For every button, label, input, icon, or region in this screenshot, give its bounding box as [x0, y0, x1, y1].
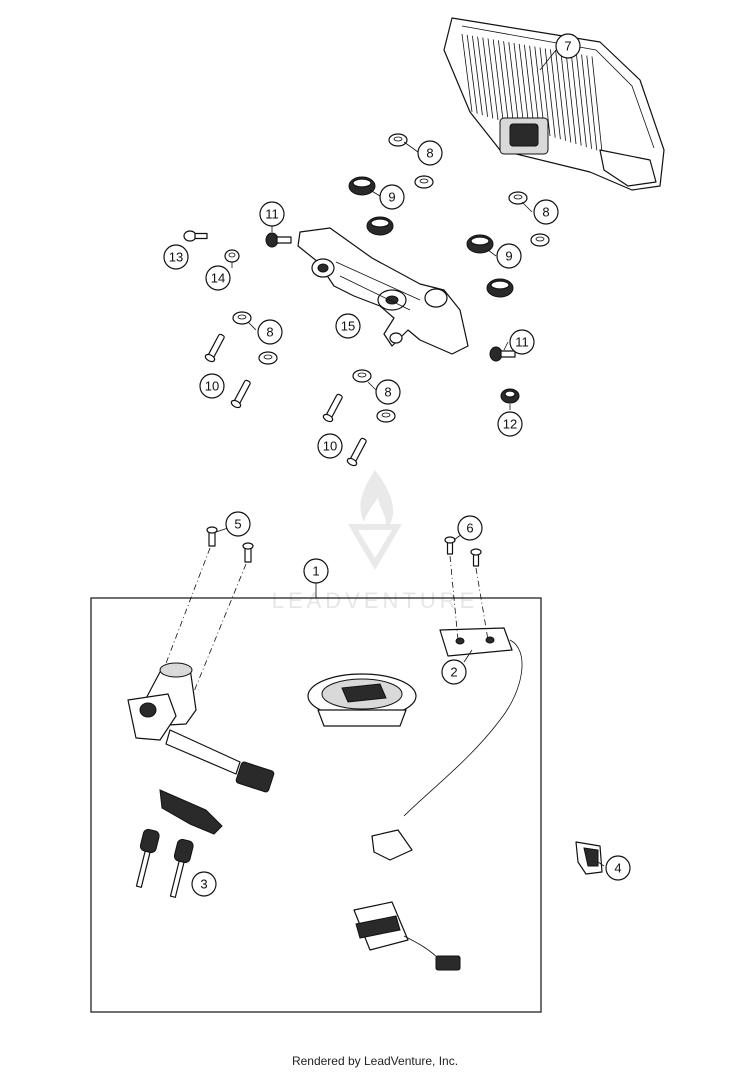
callout-14: 14: [205, 265, 231, 291]
part-fuel-cap: [307, 673, 417, 727]
callout-label: 8: [542, 205, 549, 220]
callout-label: 9: [388, 190, 395, 205]
callout-8: 8: [533, 199, 559, 225]
cluster-fin: [492, 39, 504, 122]
cluster-fin: [555, 50, 566, 141]
cluster-fin: [586, 55, 598, 151]
callout-11: 11: [259, 201, 285, 227]
watermark: LEADVENTURE: [272, 470, 479, 613]
cluster-fin: [581, 54, 592, 149]
callout-label: 14: [211, 271, 225, 286]
callout-label: 10: [205, 379, 219, 394]
callout-label: 15: [341, 319, 355, 334]
callout-13: 13: [163, 244, 189, 270]
part-grommets: [348, 176, 514, 298]
callout-label: 8: [266, 325, 273, 340]
cluster-fin: [466, 34, 478, 114]
cluster-fin: [503, 41, 514, 125]
callout-12: 12: [497, 411, 523, 437]
watermark-text: LEADVENTURE: [272, 588, 479, 613]
callout-label: 9: [505, 249, 512, 264]
callout-8: 8: [375, 379, 401, 405]
part-connector: [353, 901, 461, 971]
cluster-fin: [550, 49, 561, 140]
callout-label: 1: [312, 564, 319, 579]
cluster-fin: [518, 43, 530, 130]
callout-10: 10: [317, 433, 343, 459]
callout-label: 3: [200, 877, 207, 892]
cluster-fin: [513, 42, 525, 129]
cluster-fin: [570, 52, 582, 146]
callout-label: 7: [564, 39, 571, 54]
callout-label: 11: [515, 335, 529, 350]
callout-label: 8: [426, 146, 433, 161]
cluster-fin: [461, 33, 473, 113]
callout-label: 12: [503, 417, 517, 432]
part-ignition-switch: [127, 662, 275, 793]
cluster-fin: [560, 51, 572, 143]
part-pins: [204, 333, 367, 467]
callout-8: 8: [417, 140, 443, 166]
leader-lines: [215, 49, 605, 867]
callout-label: 4: [614, 861, 621, 876]
callout-label: 8: [384, 385, 391, 400]
callout-9: 9: [379, 184, 405, 210]
part-instrument-cluster: [443, 17, 665, 191]
cluster-fin: [524, 44, 535, 132]
callout-label: 11: [265, 207, 279, 222]
callout-label: 6: [466, 521, 473, 536]
part-ignition-screws: [151, 526, 254, 717]
cluster-fin: [576, 53, 587, 148]
part-clip: [575, 841, 603, 875]
cluster-fin: [565, 51, 577, 145]
callout-11: 11: [509, 329, 535, 355]
callout-15: 15: [335, 313, 361, 339]
cluster-fin: [508, 42, 520, 127]
part-sensor: [371, 536, 523, 861]
cluster-fin: [487, 38, 499, 121]
cluster-fin: [498, 40, 509, 124]
cluster-fin: [477, 36, 488, 117]
part-bushings: [232, 133, 550, 423]
callout-8: 8: [257, 319, 283, 345]
cluster-fin: [591, 56, 603, 153]
kit-frame: [90, 597, 542, 1013]
cluster-fin: [482, 37, 494, 119]
part-screws: [183, 230, 520, 404]
cluster-fin: [544, 48, 556, 138]
callout-4: 4: [605, 855, 631, 881]
callout-2: 2: [441, 659, 467, 685]
callout-3: 3: [191, 871, 217, 897]
callout-labels: 7 8 9 8 11 13 14 9 8 15 11 10 8 12 10 5 …: [163, 33, 631, 897]
callout-9: 9: [496, 243, 522, 269]
callout-label: 5: [234, 517, 241, 532]
part-bracket: [297, 227, 469, 355]
callout-label: 13: [169, 250, 183, 265]
callout-7: 7: [555, 33, 581, 59]
footer-credit: Rendered by LeadVenture, Inc.: [291, 1054, 459, 1068]
cluster-fin: [472, 35, 483, 116]
callout-6: 6: [457, 515, 483, 541]
callout-1: 1: [303, 558, 329, 584]
callout-label: 10: [323, 439, 337, 454]
part-keys: [135, 789, 223, 898]
callout-5: 5: [225, 511, 251, 537]
callout-label: 2: [450, 665, 457, 680]
callout-10: 10: [199, 373, 225, 399]
